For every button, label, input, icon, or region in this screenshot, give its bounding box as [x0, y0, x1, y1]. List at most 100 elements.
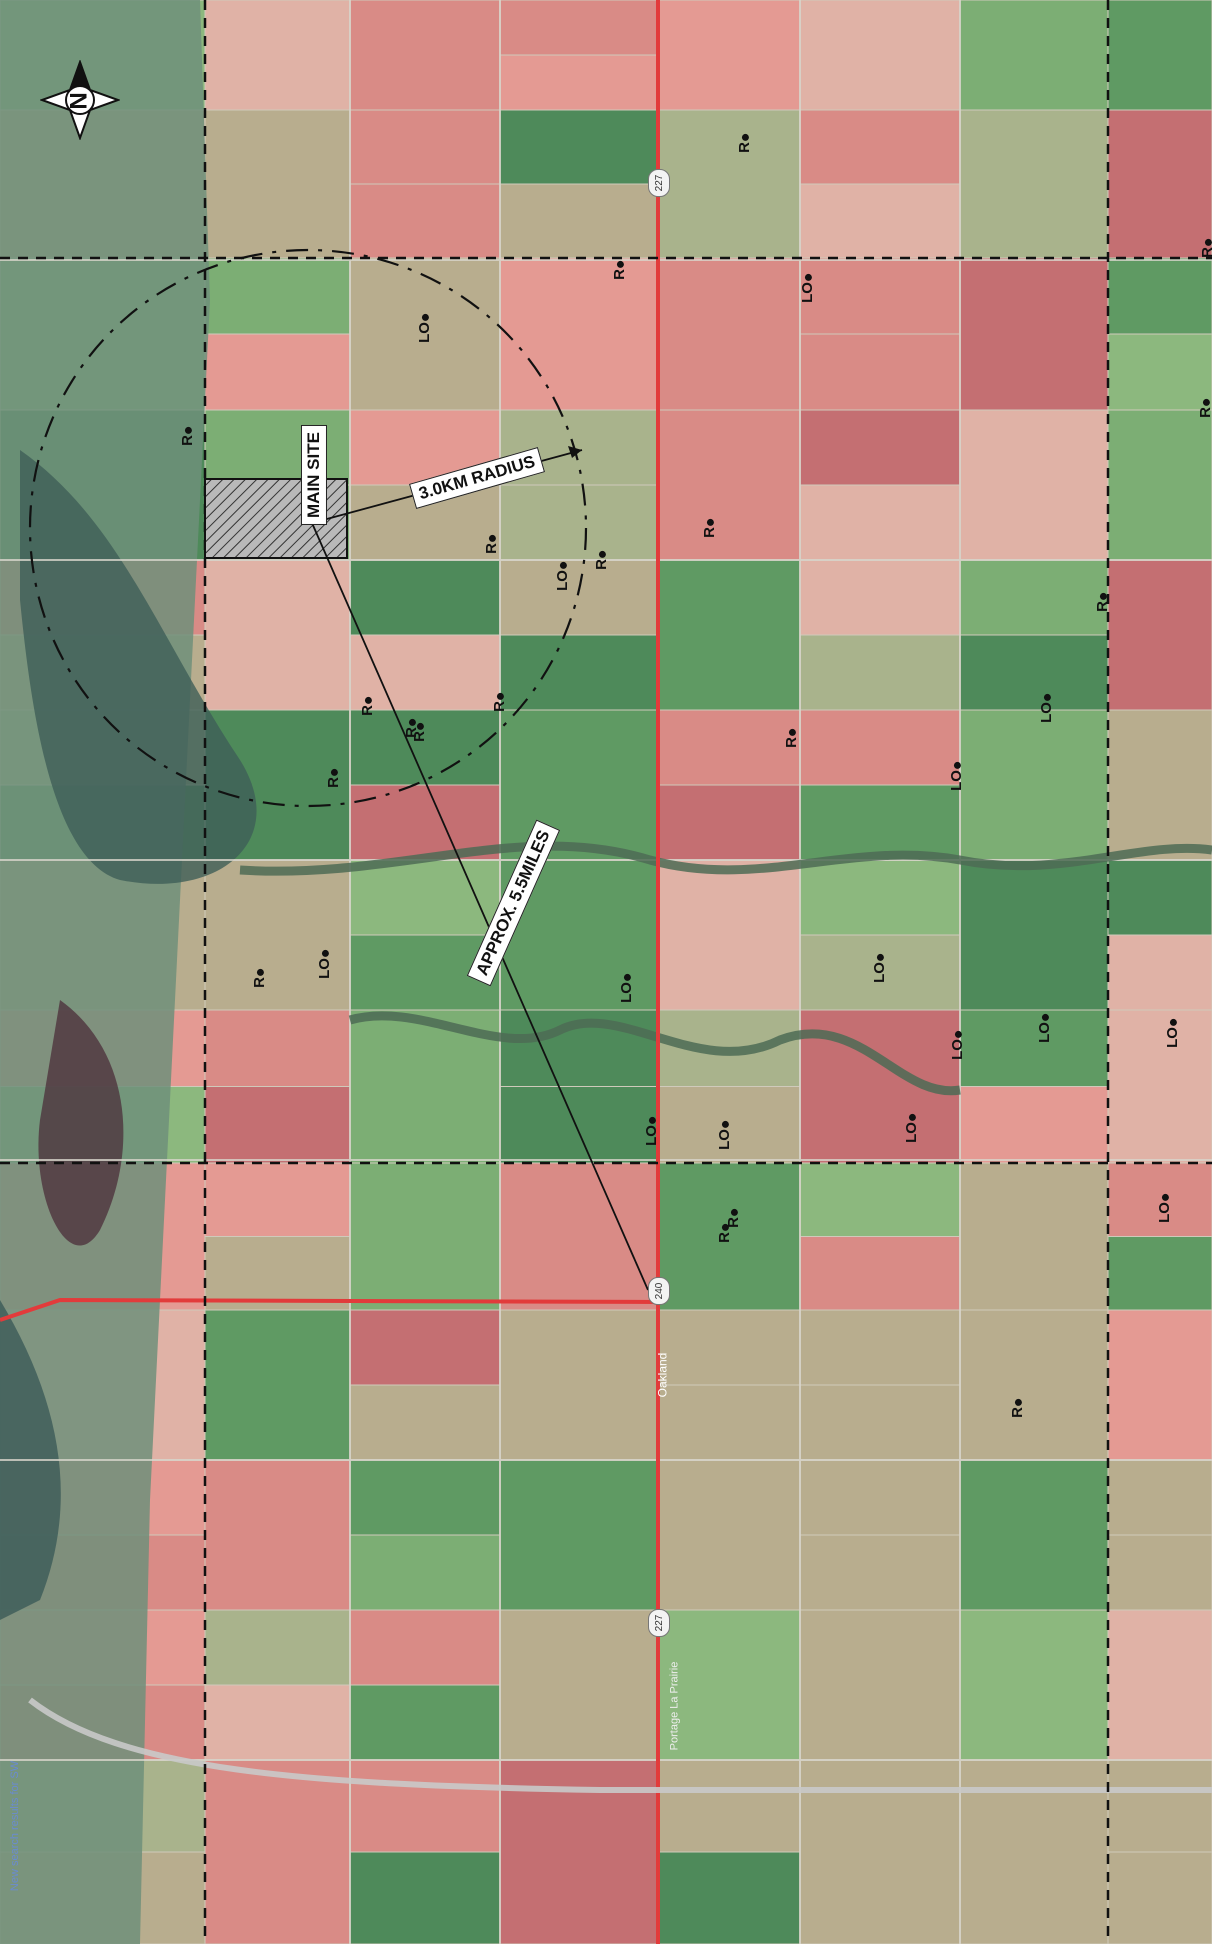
- field-parcel: [1107, 1236, 1212, 1311]
- highway-shield: 240: [648, 1277, 670, 1305]
- receptor-marker: LO: [643, 1117, 660, 1146]
- field-parcel: [1107, 1851, 1212, 1944]
- field-parcel: [657, 859, 801, 1011]
- field-parcel: [1107, 1162, 1212, 1237]
- field-parcel: [349, 257, 501, 411]
- field-parcel: [204, 109, 351, 259]
- receptor-marker: R: [1199, 239, 1212, 258]
- field-parcel: [959, 109, 1109, 259]
- railway: [28, 1697, 1212, 1793]
- field-parcel: [959, 409, 1109, 561]
- field-parcel: [1107, 109, 1212, 259]
- receptor-marker: LO: [949, 1031, 966, 1060]
- receptor-dot-icon: [421, 314, 429, 322]
- receptor-code: LO: [1035, 1022, 1053, 1043]
- field-parcel: [499, 709, 659, 861]
- field-parcel: [1107, 934, 1212, 1011]
- field-parcel: [799, 1384, 961, 1461]
- field-parcel: [799, 0, 961, 111]
- receptor-code: LO: [870, 962, 888, 983]
- receptor-code: R: [358, 705, 376, 716]
- receptor-dot-icon: [321, 950, 329, 958]
- radius-arrowhead: [568, 446, 582, 458]
- receptor-code: LO: [1163, 1027, 1181, 1048]
- receptor-dot-icon: [559, 562, 567, 570]
- field-parcel: [349, 1384, 501, 1461]
- receptor-marker: R: [491, 693, 508, 712]
- receptor-code: LO: [1037, 702, 1055, 723]
- receptor-dot-icon: [256, 969, 264, 977]
- receptor-code: R: [178, 435, 196, 446]
- field-parcel: [499, 1609, 659, 1761]
- receptor-dot-icon: [616, 261, 624, 269]
- field-parcel: [349, 1309, 501, 1386]
- field-parcel: [349, 859, 501, 936]
- field-parcel: [1107, 1459, 1212, 1536]
- receptor-dot-icon: [788, 729, 796, 737]
- receptor-marker: R: [593, 551, 610, 570]
- field-parcel: [349, 1759, 501, 1853]
- receptor-marker: LO: [416, 314, 433, 343]
- field-parcel: [204, 1459, 351, 1611]
- receptor-marker: LO: [903, 1114, 920, 1143]
- receptor-code: R: [250, 977, 268, 988]
- field-parcel: [799, 934, 961, 1011]
- receptor-code: R: [1093, 601, 1111, 612]
- receptor-code: R: [700, 527, 718, 538]
- field-parcel: [1107, 409, 1212, 561]
- highway-shield: 227: [648, 169, 670, 197]
- field-parcel: [799, 109, 961, 185]
- receptor-marker: R: [783, 729, 800, 748]
- receptor-code: LO: [617, 982, 635, 1003]
- field-parcel: [959, 859, 1109, 1011]
- creek: [239, 841, 1212, 1096]
- receptor-marker: LO: [554, 562, 571, 591]
- receptor-marker: LO: [716, 1121, 733, 1150]
- receptor-code: R: [735, 142, 753, 153]
- highway-shield: 227: [648, 1609, 670, 1637]
- receptor-code: LO: [315, 958, 333, 979]
- receptor-dot-icon: [706, 519, 714, 527]
- field-parcel: [349, 109, 501, 185]
- field-parcel: [799, 1459, 961, 1536]
- field-parcel: [799, 257, 961, 335]
- field-parcel: [499, 1086, 659, 1164]
- receptor-marker: R: [411, 723, 428, 742]
- field-parcel: [799, 1236, 961, 1311]
- receptor-marker: R: [611, 261, 628, 280]
- receptor-marker: R: [725, 1209, 742, 1228]
- field-parcel: [657, 1759, 801, 1853]
- field-parcel: [657, 409, 801, 561]
- field-parcel: [799, 333, 961, 411]
- receptor-code: R: [1199, 247, 1212, 258]
- field-parcel: [349, 709, 501, 786]
- receptor-dot-icon: [623, 974, 631, 982]
- field-parcel: [657, 709, 801, 786]
- receptor-dot-icon: [1202, 399, 1210, 407]
- receptor-code: LO: [902, 1122, 920, 1143]
- receptor-marker: R: [1197, 399, 1212, 418]
- distance-line: [311, 522, 649, 1291]
- north-label: N: [65, 92, 93, 110]
- field-parcel: [204, 1684, 351, 1761]
- field-parcel: [1107, 257, 1212, 335]
- receptor-marker: LO: [1156, 1194, 1173, 1223]
- receptor-dot-icon: [730, 1209, 738, 1217]
- field-parcel: [349, 183, 501, 259]
- field-parcel: [959, 1086, 1109, 1164]
- field-parcel: [349, 1851, 501, 1944]
- receptor-marker: R: [736, 134, 753, 153]
- receptor-code: LO: [798, 282, 816, 303]
- receptor-code: R: [1008, 1407, 1026, 1418]
- receptor-dot-icon: [1169, 1019, 1177, 1027]
- receptor-dot-icon: [1161, 1194, 1169, 1202]
- receptor-dot-icon: [416, 723, 424, 731]
- field-parcel: [799, 709, 961, 786]
- field-parcel: [959, 0, 1109, 111]
- field-parcel: [657, 1162, 801, 1311]
- receptor-dot-icon: [1099, 593, 1107, 601]
- field-parcel: [657, 1851, 801, 1944]
- receptor-code: LO: [553, 570, 571, 591]
